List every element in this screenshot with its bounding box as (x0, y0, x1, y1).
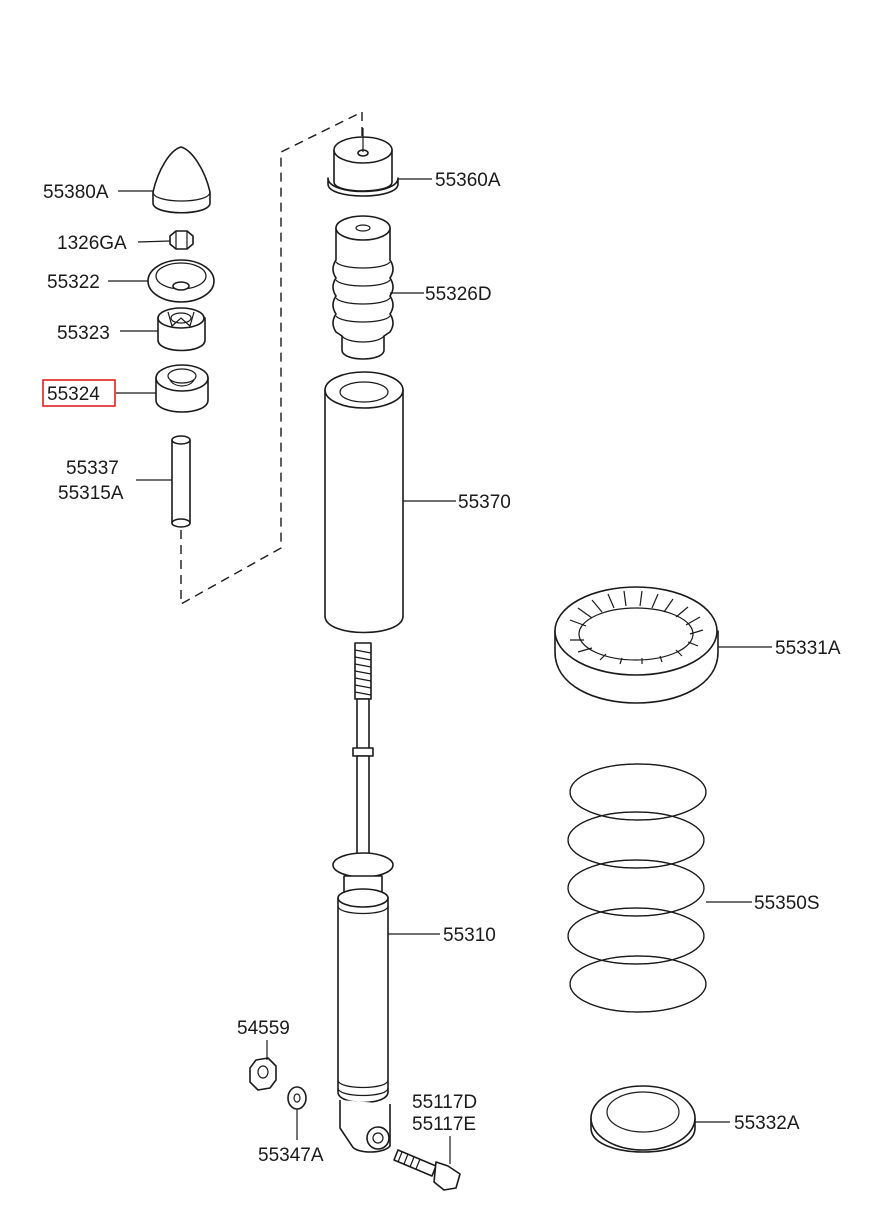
part-1326GA-nut[interactable] (169, 230, 194, 250)
label-55315A[interactable]: 55315A (58, 483, 124, 504)
label-55310[interactable]: 55310 (443, 925, 496, 946)
part-55332A-lower-pad[interactable] (590, 1085, 696, 1153)
label-1326GA[interactable]: 1326GA (57, 233, 127, 254)
label-55380A[interactable]: 55380A (43, 182, 109, 203)
label-55332A[interactable]: 55332A (734, 1113, 800, 1134)
label-55323[interactable]: 55323 (57, 323, 110, 344)
part-54559-nut[interactable] (249, 1057, 277, 1091)
part-55326D-bump-stopper[interactable] (332, 215, 394, 360)
part-55337-sleeve[interactable] (171, 435, 191, 528)
part-55322-washer[interactable] (147, 259, 215, 303)
label-55324[interactable]: 55324 (47, 384, 100, 405)
label-55337[interactable]: 55337 (66, 458, 119, 479)
part-55380A-cap[interactable] (152, 146, 211, 214)
label-55347A[interactable]: 55347A (258, 1145, 324, 1166)
part-55370-dust-cover[interactable] (324, 371, 404, 634)
label-55117D[interactable]: 55117D (412, 1092, 477, 1113)
label-55360A[interactable]: 55360A (435, 170, 501, 191)
part-55347A-washer[interactable] (287, 1086, 307, 1110)
label-55322[interactable]: 55322 (47, 272, 100, 293)
label-54559[interactable]: 54559 (237, 1018, 290, 1039)
part-55310-shock-absorber[interactable] (332, 642, 394, 1153)
label-55331A[interactable]: 55331A (775, 638, 841, 659)
label-55370[interactable]: 55370 (458, 492, 511, 513)
label-55350S[interactable]: 55350S (754, 893, 820, 914)
highlight-box-55324 (42, 379, 116, 407)
part-55324-bushing[interactable] (155, 364, 209, 413)
part-55360A-mount[interactable] (327, 128, 399, 197)
leader-lines (108, 178, 772, 1164)
assembly-dashed-line (180, 110, 363, 606)
part-55323-bushing[interactable] (157, 307, 206, 352)
label-55326D[interactable]: 55326D (425, 284, 492, 305)
part-55350S-coil-spring[interactable] (567, 763, 707, 1013)
label-55117E[interactable]: 55117E (412, 1114, 476, 1135)
part-55117D-bolt[interactable] (393, 1149, 461, 1191)
part-55331A-insulator[interactable] (554, 586, 719, 704)
